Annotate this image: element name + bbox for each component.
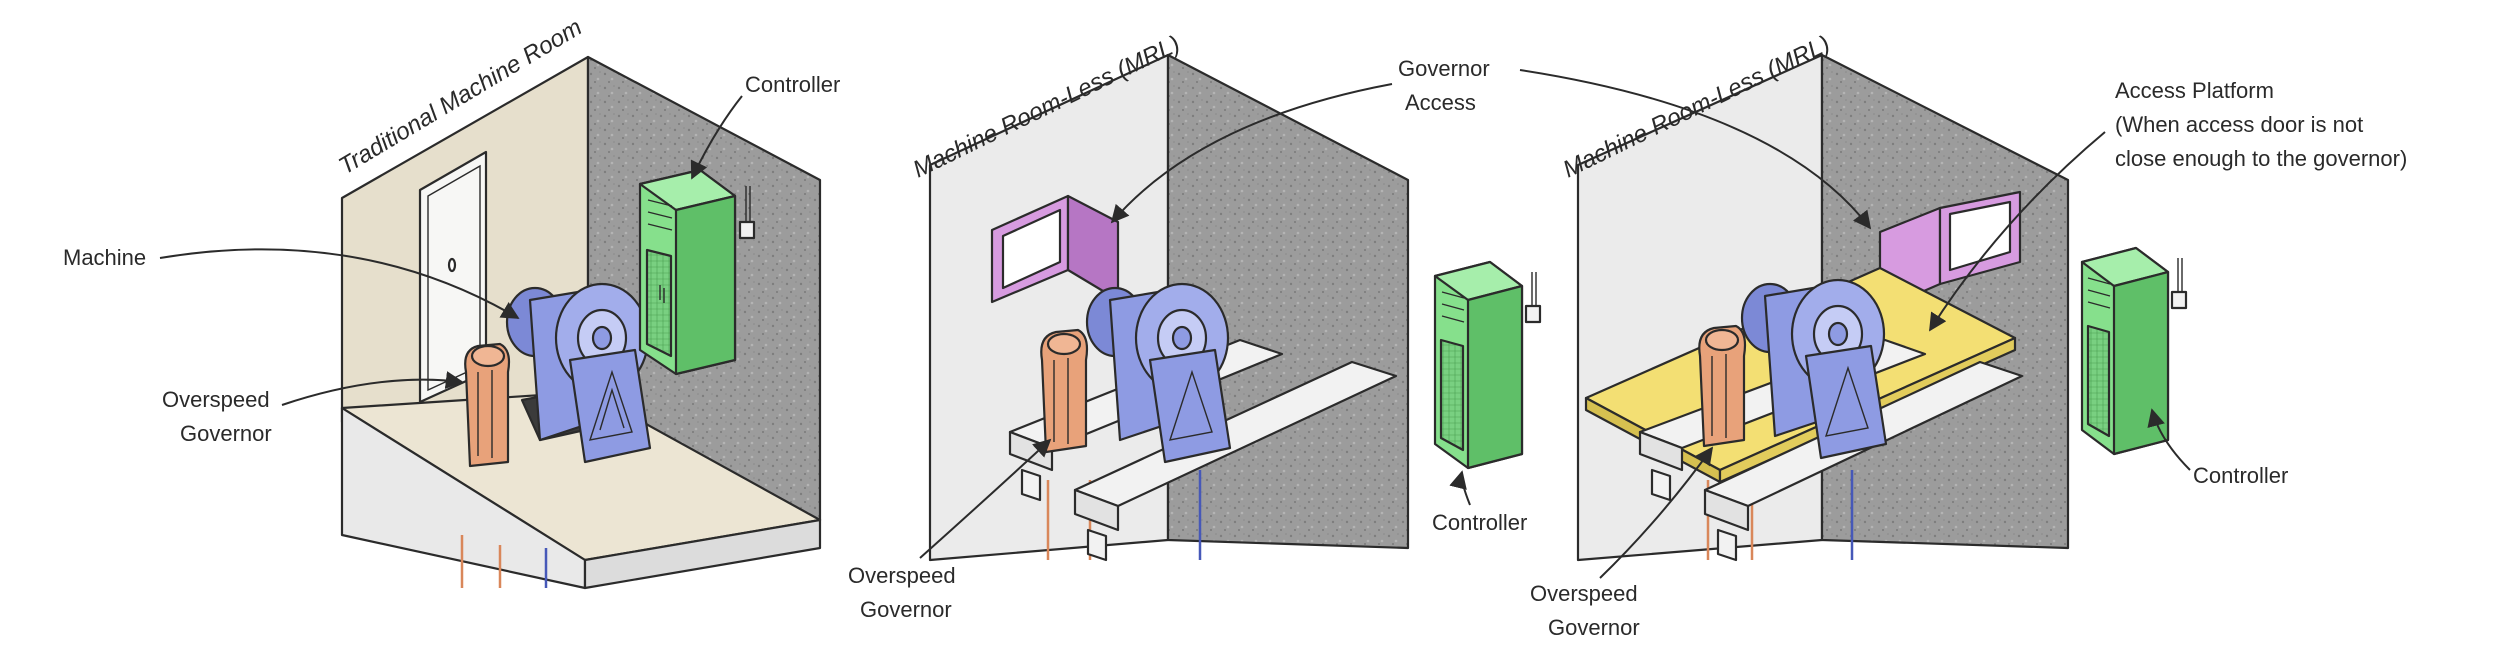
overspeed-governor: [1040, 328, 1089, 454]
disconnect-switch: [2170, 290, 2188, 310]
disconnect-switch: [738, 220, 756, 240]
label-controller: Controller: [745, 72, 840, 97]
traction-machine: [1085, 282, 1232, 464]
label-governor-access-line2: Access: [1405, 90, 1476, 115]
overspeed-governor: [1698, 324, 1747, 448]
arrow-controller: [690, 95, 743, 180]
arrow-governor-access-2: [1519, 69, 1872, 230]
label-governor-line1: Overspeed: [848, 563, 956, 588]
controller-cabinet: [1433, 260, 1542, 470]
label-platform-line3: close enough to the governor): [2115, 146, 2407, 171]
governor-access-door: [990, 194, 1120, 304]
support-beam: [1073, 360, 1398, 562]
arrow-machine: [159, 248, 520, 319]
panel-mrl-access-platform: Machine Room-Less (MRL) Access Platform …: [1519, 30, 2407, 640]
panel-mrl-governor-access: Machine Room-Less (MRL) Governor Access …: [848, 30, 1542, 622]
door-handle: [447, 257, 457, 273]
label-governor-line2: Governor: [180, 421, 272, 446]
traction-machine: [505, 282, 652, 464]
arrow-access-platform: [1929, 131, 2106, 332]
traction-machine: [1740, 278, 1888, 460]
label-platform-line2: (When access door is not: [2115, 112, 2363, 137]
arrow-governor: [1599, 446, 1714, 579]
hoistway-front-right: [583, 518, 822, 590]
label-governor-line2: Governor: [860, 597, 952, 622]
door: [418, 150, 488, 404]
overspeed-governor: [464, 342, 511, 468]
arrow-controller: [1449, 470, 1471, 506]
label-controller: Controller: [2193, 463, 2288, 488]
label-governor-line1: Overspeed: [1530, 581, 1638, 606]
panel-traditional-machine-room: Traditional Machine Room Controller Mach…: [63, 14, 840, 590]
label-machine: Machine: [63, 245, 146, 270]
arrow-controller: [2147, 408, 2191, 471]
label-controller: Controller: [1432, 510, 1527, 535]
label-platform-line1: Access Platform: [2115, 78, 2274, 103]
label-governor-line2: Governor: [1548, 615, 1640, 640]
label-governor-line1: Overspeed: [162, 387, 270, 412]
label-governor-access-line1: Governor: [1398, 56, 1490, 81]
arrow-governor-access: [1110, 83, 1393, 224]
arrow-governor: [281, 371, 464, 406]
arrow-governor: [919, 438, 1052, 559]
disconnect-switch: [1524, 304, 1542, 324]
controller-cabinet: [2080, 246, 2188, 456]
